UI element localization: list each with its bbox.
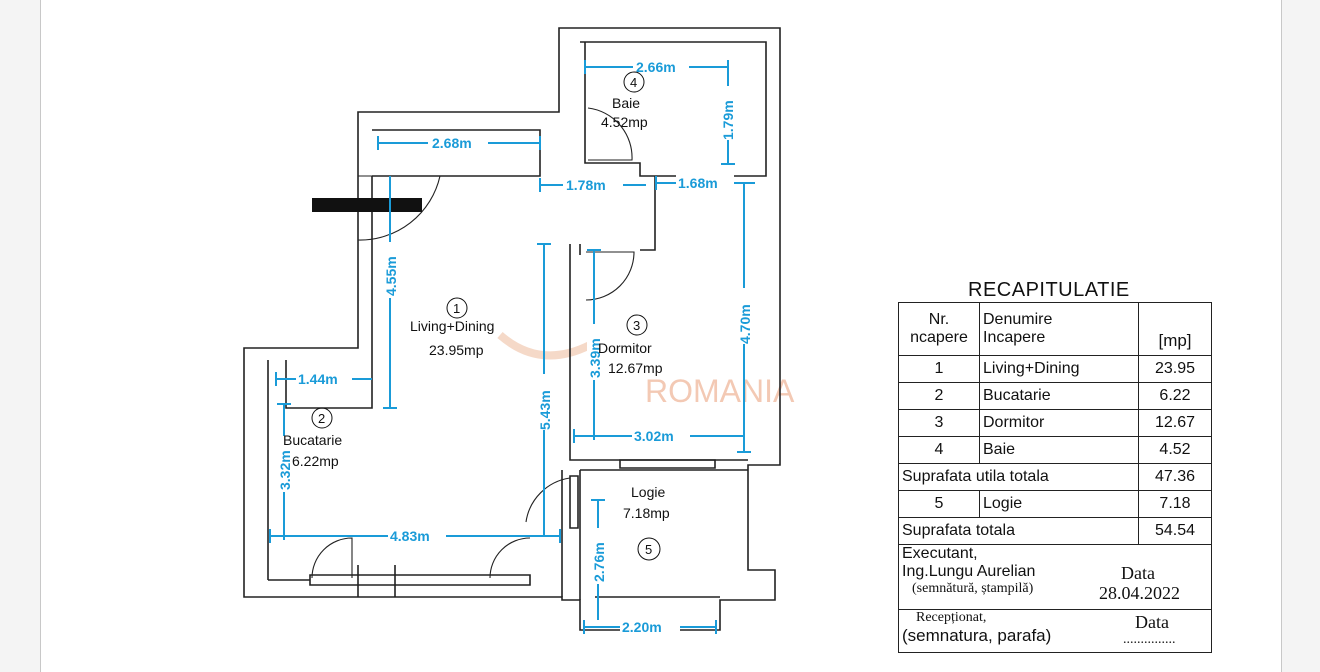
room-number-4: 4	[630, 75, 637, 90]
header-denumire: Denumire Incapere	[979, 302, 1139, 356]
room-name-bucatarie: Bucatarie	[283, 432, 342, 448]
dim-logie-bottom: 2.20m	[622, 619, 662, 635]
room-name-living: Living+Dining	[410, 318, 494, 334]
row-name: Bucatarie	[979, 382, 1139, 410]
walls	[243, 27, 781, 631]
table-row: 3 Dormitor 12.67	[898, 409, 1212, 437]
room-name-baie: Baie	[612, 95, 640, 111]
engineer-name: Ing.Lungu Aurelian	[902, 563, 1036, 580]
receptionat-date-label: Data	[1135, 612, 1169, 632]
dim-bottom: 4.83m	[390, 528, 430, 544]
table-row: 1 Living+Dining 23.95	[898, 355, 1212, 383]
watermark-text: ROMANIA	[645, 373, 795, 409]
executant-row: Executant, Ing.Lungu Aurelian (semnătură…	[898, 544, 1212, 610]
row-nr: 3	[898, 409, 980, 437]
watermark-logo	[497, 331, 592, 360]
room-number-2: 2	[318, 411, 325, 426]
row-mp: 6.22	[1138, 382, 1212, 410]
util-total-label: Suprafata utila totala	[898, 463, 1139, 491]
room-area-dormitor: 12.67mp	[608, 360, 663, 376]
table-row: 5 Logie 7.18	[898, 490, 1212, 518]
total-label: Suprafata totala	[898, 517, 1139, 545]
dim-dormitor-left: 3.39m	[587, 338, 603, 378]
row-mp: 12.67	[1138, 409, 1212, 437]
table-row: 2 Bucatarie 6.22	[898, 382, 1212, 410]
room-name-dormitor: Dormitor	[598, 340, 652, 356]
row-name: Baie	[979, 436, 1139, 464]
dim-dormitor-top: 1.68m	[678, 175, 718, 191]
dim-baie-width: 2.66m	[636, 59, 676, 75]
recap-table: Nr. ncapere Denumire Incapere [mp] 1 Liv…	[898, 302, 1212, 653]
executant-label: Executant,	[902, 545, 978, 562]
room-name-logie: Logie	[631, 484, 665, 500]
total-row: Suprafata totala 54.54	[898, 517, 1212, 545]
dimension-labels: 2.66m 1.79m 2.68m 1.78m 1.68m 4.55m 4.70…	[277, 58, 753, 636]
dim-living-left: 4.55m	[383, 256, 399, 296]
date-value: 28.04.2022	[1099, 583, 1180, 603]
dim-dormitor-right: 4.70m	[737, 304, 753, 344]
header-nr: Nr. ncapere	[898, 302, 980, 356]
recap-header-row: Nr. ncapere Denumire Incapere [mp]	[898, 302, 1212, 356]
dim-living-top: 2.68m	[432, 135, 472, 151]
doors	[311, 107, 635, 579]
table-row: 4 Baie 4.52	[898, 436, 1212, 464]
row-name: Living+Dining	[979, 355, 1139, 383]
row-nr: 4	[898, 436, 980, 464]
receptionat-row: Recepționat, (semnatura, parafa) Data ..…	[898, 609, 1212, 653]
receptionat-label: Recepționat,	[916, 610, 987, 625]
row-nr: 5	[898, 490, 980, 518]
row-mp: 7.18	[1138, 490, 1212, 518]
row-name: Logie	[979, 490, 1139, 518]
dim-baie-height: 1.79m	[720, 100, 736, 140]
executant-cell: Executant, Ing.Lungu Aurelian (semnătură…	[898, 544, 1212, 610]
room-area-baie: 4.52mp	[601, 114, 648, 130]
dim-logie-left: 2.76m	[591, 542, 607, 582]
dim-dormitor-bottom: 3.02m	[634, 428, 674, 444]
total-value: 54.54	[1138, 517, 1212, 545]
row-mp: 23.95	[1138, 355, 1212, 383]
dim-bucatarie-left: 3.32m	[277, 450, 293, 490]
row-nr: 1	[898, 355, 980, 383]
receptionat-date-blank: ...............	[1123, 632, 1176, 647]
room-area-living: 23.95mp	[429, 342, 484, 358]
room-area-bucatarie: 6.22mp	[292, 453, 339, 469]
dim-living-mid: 5.43m	[537, 390, 553, 430]
receptionat-signature-note: (semnatura, parafa)	[902, 626, 1052, 645]
room-number-1: 1	[453, 301, 460, 316]
util-total-value: 47.36	[1138, 463, 1212, 491]
row-mp: 4.52	[1138, 436, 1212, 464]
room-number-5: 5	[645, 542, 652, 557]
recap-title: RECAPITULATIE	[968, 279, 1130, 301]
row-name: Dormitor	[979, 409, 1139, 437]
date-label: Data	[1121, 563, 1155, 583]
receptionat-cell: Recepționat, (semnatura, parafa) Data ..…	[898, 609, 1212, 653]
header-mp: [mp]	[1138, 302, 1212, 356]
redacted-label	[312, 198, 422, 212]
room-area-logie: 7.18mp	[623, 505, 670, 521]
dim-bucatarie-top: 1.44m	[298, 371, 338, 387]
row-nr: 2	[898, 382, 980, 410]
util-total-row: Suprafata utila totala 47.36	[898, 463, 1212, 491]
room-labels: 4 Baie 4.52mp 1 Living+Dining 23.95mp 3 …	[283, 71, 670, 561]
signature-note: (semnătură, ștampilă)	[912, 581, 1034, 596]
room-number-3: 3	[633, 318, 640, 333]
dim-hall: 1.78m	[566, 177, 606, 193]
